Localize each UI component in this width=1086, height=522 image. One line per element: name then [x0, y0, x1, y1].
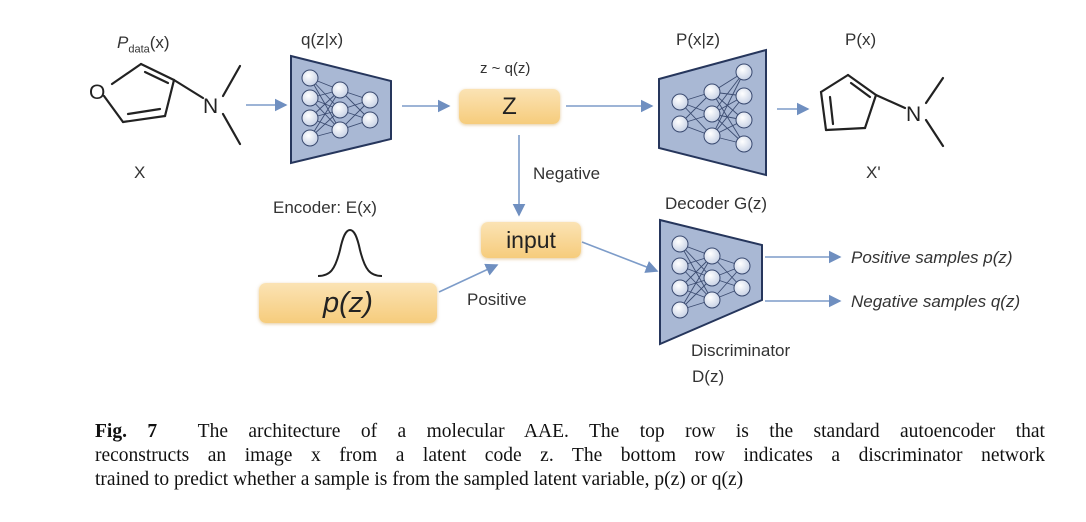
input-molecule	[102, 62, 242, 146]
z-sample-label: z ~ q(z)	[480, 60, 531, 77]
caption-line-1: Fig. 7 The architecture of a molecular A…	[95, 420, 1045, 444]
input-box: input	[481, 222, 581, 258]
z-latent-box: Z	[459, 89, 560, 124]
input-x-label: X	[134, 163, 146, 182]
encoder-network	[290, 54, 392, 165]
discriminator-network	[659, 218, 763, 346]
positive-label: Positive	[467, 290, 527, 309]
discriminator-label: Discriminator	[691, 341, 791, 360]
p-data-label: Pdata(x)	[117, 33, 170, 56]
arrow-pz-to-input	[438, 263, 499, 293]
positive-samples-label: Positive samples p(z)	[851, 248, 1013, 267]
diagram-canvas: O N N	[89, 48, 945, 346]
output-nitrogen-atom: N	[906, 103, 921, 126]
decoder-label: Decoder G(z)	[665, 194, 768, 213]
caption-line-2: reconstructs an image x from a latent co…	[95, 445, 1045, 466]
caption-line-3: trained to predict whether a sample is f…	[95, 469, 744, 490]
caption-text-1: The architecture of a molecular AAE. The…	[197, 421, 1045, 442]
negative-samples-label: Negative samples q(z)	[851, 292, 1021, 311]
arrow-input-to-discriminator	[581, 241, 659, 273]
figure-number: Fig. 7	[95, 421, 158, 442]
negative-label: Negative	[533, 164, 601, 183]
prior-pz-box: p(z)	[259, 283, 437, 323]
output-px-label: P(x)	[845, 30, 877, 49]
encoder-label: Encoder: E(x)	[273, 198, 377, 217]
discriminator-arg-label: D(z)	[692, 367, 725, 386]
output-x-prime-label: X'	[866, 163, 881, 182]
oxygen-atom: O	[89, 81, 105, 104]
aae-architecture-diagram: O N N	[89, 30, 1021, 386]
decoder-network	[658, 48, 767, 177]
gaussian-curve	[317, 228, 383, 277]
output-molecule	[819, 73, 945, 148]
decoder-likelihood-label: P(x|z)	[676, 30, 721, 49]
nitrogen-atom: N	[203, 95, 218, 118]
encoder-posterior-label: q(z|x)	[301, 30, 344, 49]
figure-caption: Fig. 7 The architecture of a molecular A…	[95, 420, 1045, 492]
